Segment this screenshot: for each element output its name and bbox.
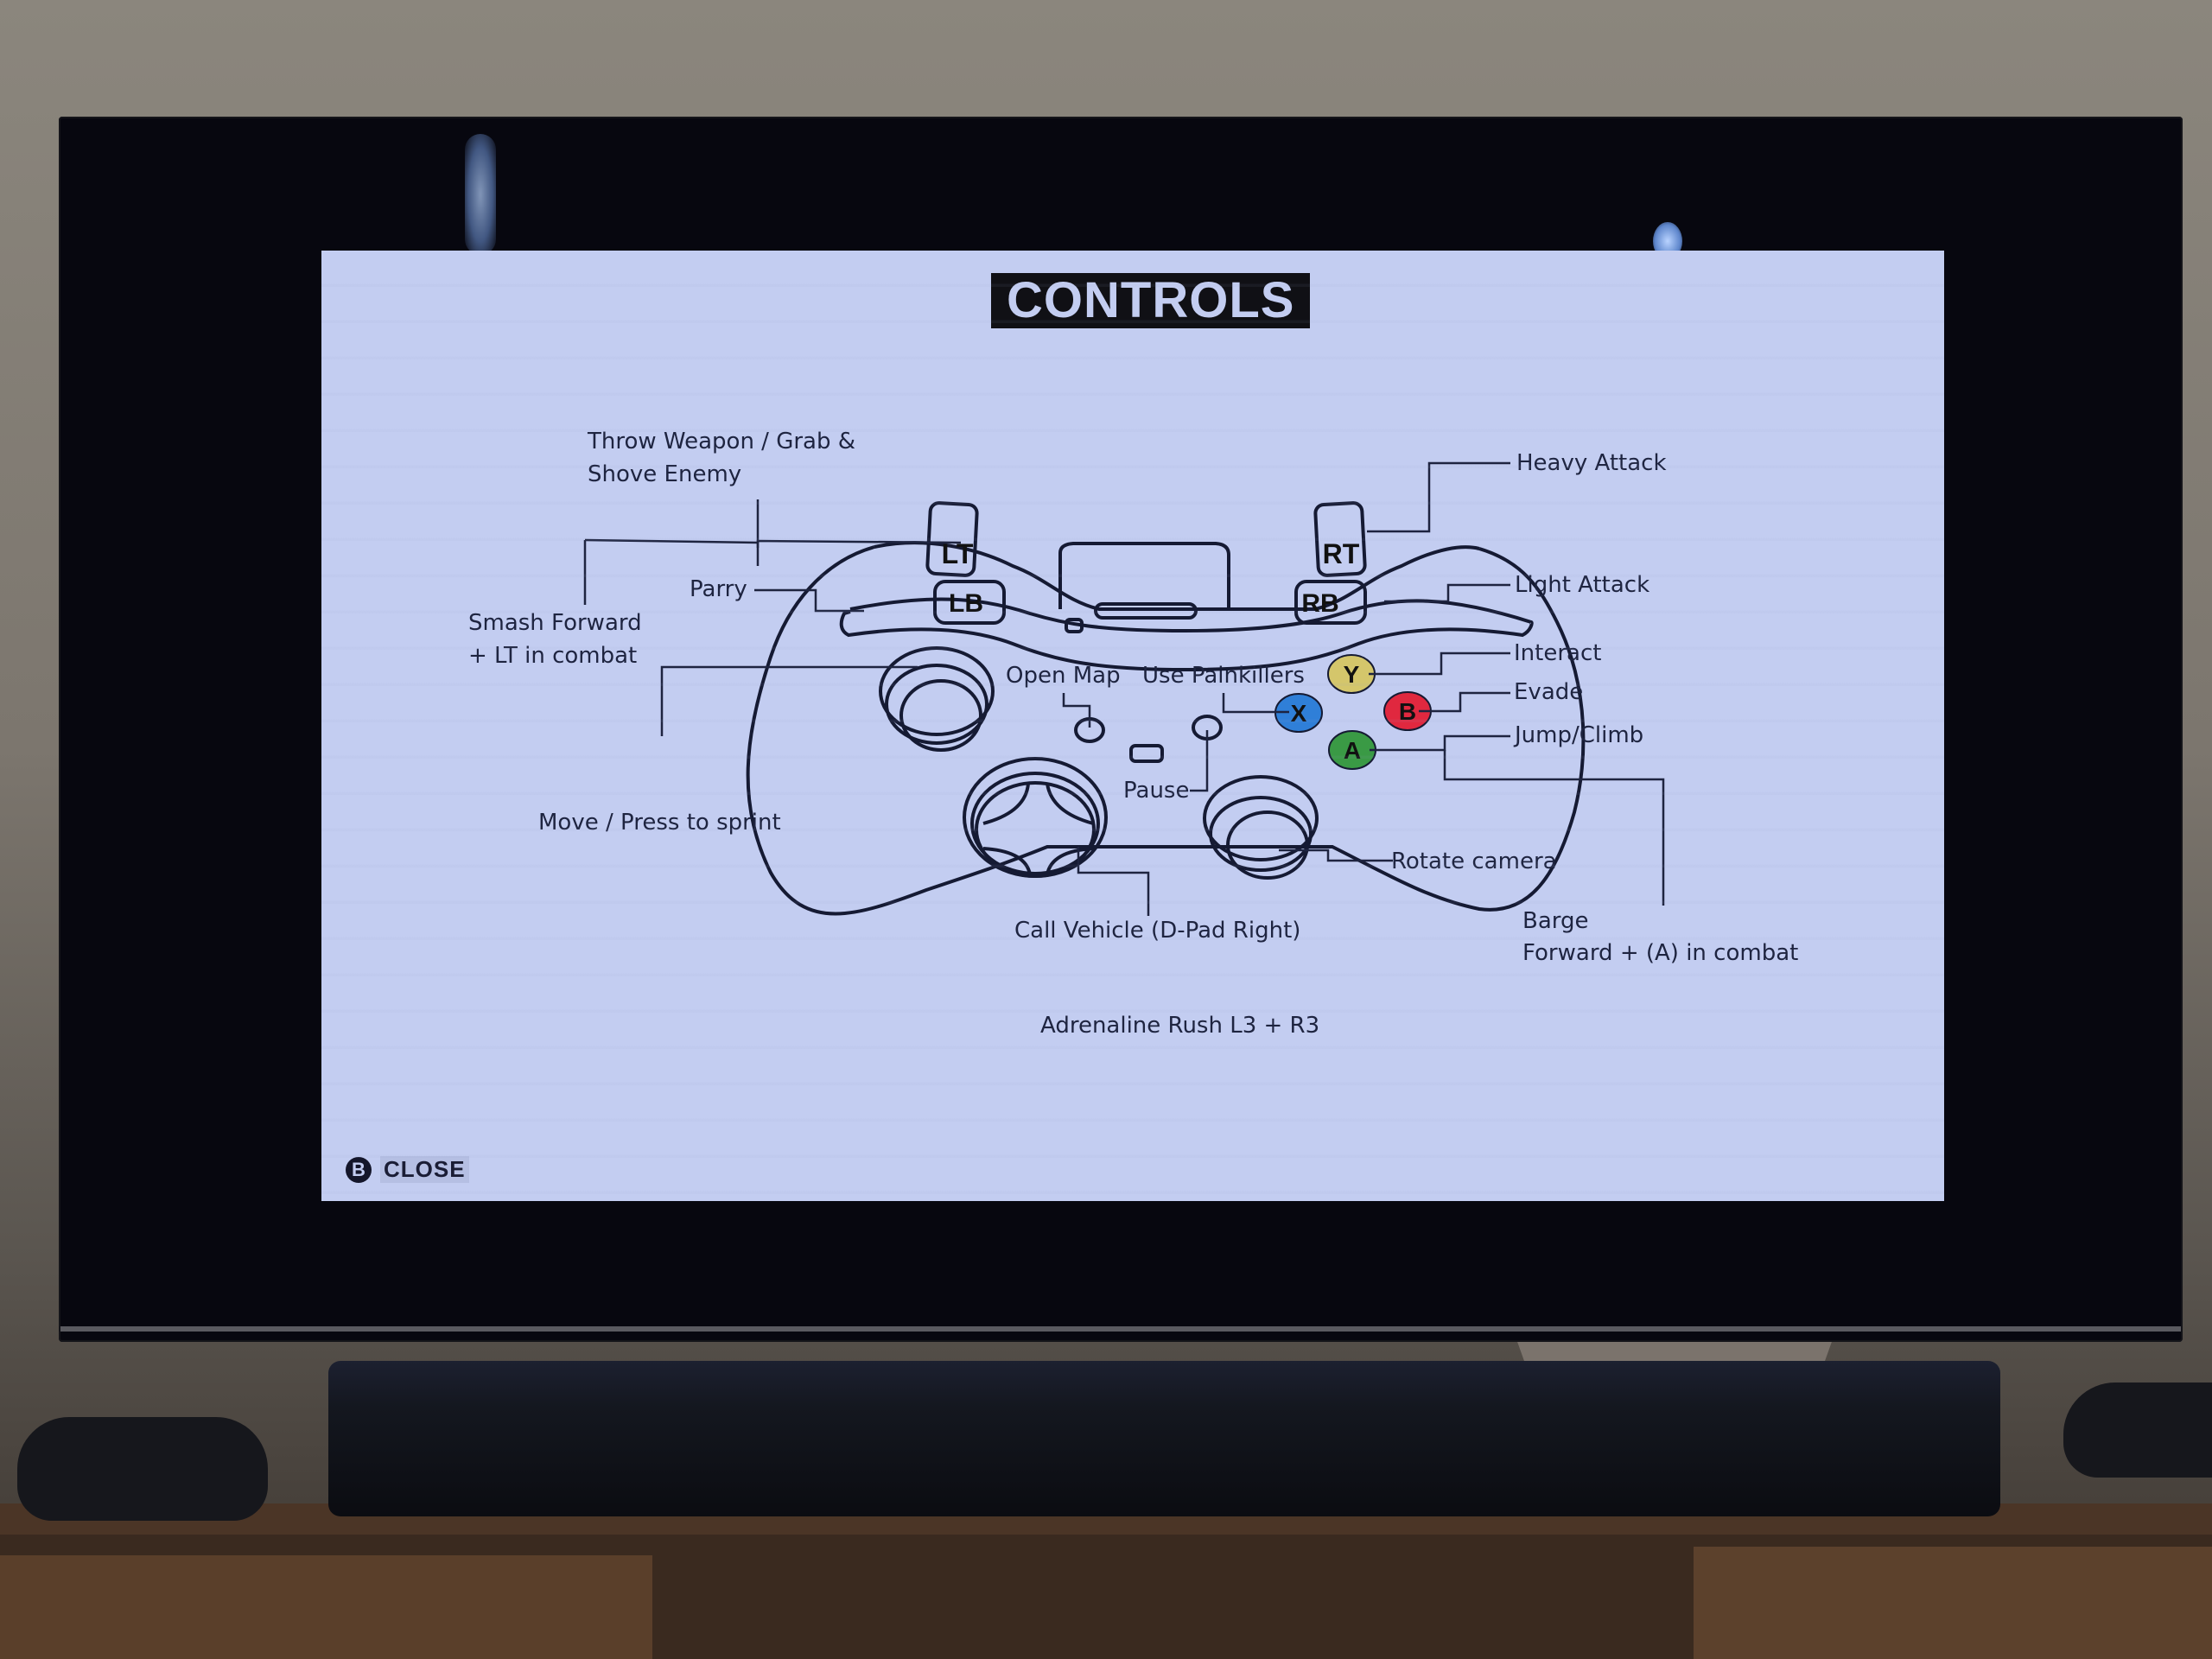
- wire-move: [660, 665, 918, 736]
- face-button-y-label: Y: [1344, 661, 1360, 688]
- face-button-x-label: X: [1291, 700, 1307, 727]
- label-barge-detail: Forward + (A) in combat: [1522, 940, 1799, 966]
- bumper-lb-label: LB: [949, 589, 983, 618]
- cabinet-drawer-left: [0, 1555, 652, 1659]
- label-throw-weapon: Throw Weapon / Grab & Shove Enemy: [588, 429, 856, 487]
- face-button-y: Y: [1327, 654, 1376, 694]
- face-button-b-label: B: [1399, 698, 1416, 725]
- close-button[interactable]: B CLOSE: [346, 1156, 469, 1183]
- label-adrenaline-rush: Adrenaline Rush L3 + R3: [1040, 1013, 1320, 1039]
- gamepad-right: [2063, 1382, 2212, 1478]
- controls-screen: CONTROLS: [321, 251, 1944, 1201]
- label-jump-climb: Jump/Climb: [1515, 722, 1644, 748]
- label-smash: Smash Forward + LT in combat: [468, 610, 642, 669]
- window-reflection: [465, 134, 496, 255]
- label-interact: Interact: [1514, 640, 1602, 666]
- wire-heavy: [1367, 461, 1510, 533]
- wire-smash-h: [584, 538, 759, 544]
- label-use-painkillers: Use Painkillers: [1142, 663, 1305, 689]
- label-pause: Pause: [1123, 778, 1190, 804]
- label-call-vehicle: Call Vehicle (D-Pad Right): [1014, 918, 1301, 944]
- close-label: CLOSE: [380, 1156, 469, 1183]
- label-rotate-camera: Rotate camera: [1391, 849, 1557, 874]
- face-button-x: X: [1274, 693, 1323, 733]
- controller-outline: [746, 501, 1586, 916]
- wire-pause: [1190, 730, 1209, 792]
- label-barge-title: Barge: [1522, 908, 1589, 934]
- bumper-rb-label: RB: [1301, 589, 1338, 618]
- wire-jump: [1370, 734, 1510, 752]
- label-heavy-attack: Heavy Attack: [1516, 450, 1667, 476]
- wire-interact: [1369, 652, 1510, 676]
- cabinet-drawer-right: [1694, 1547, 2212, 1659]
- label-evade: Evade: [1514, 679, 1584, 705]
- tv-bottom-edge: [60, 1326, 2181, 1332]
- controller-diagram: Y X B A LT RT LB RB: [583, 461, 1665, 916]
- wire-call-vehicle: [1077, 847, 1150, 916]
- wire-light: [1384, 583, 1510, 603]
- wire-barge: [1443, 750, 1665, 906]
- face-button-a-label: A: [1344, 737, 1361, 764]
- gamepad-left: [17, 1417, 268, 1521]
- label-light-attack: Light Attack: [1515, 572, 1650, 598]
- wire-parry: [754, 588, 864, 613]
- face-button-a: A: [1328, 730, 1376, 770]
- wire-painkillers: [1222, 693, 1289, 714]
- soundbar: [328, 1361, 2000, 1516]
- face-button-b: B: [1383, 691, 1432, 731]
- page-title: CONTROLS: [991, 273, 1311, 328]
- label-parry: Parry: [690, 576, 747, 602]
- label-move: Move / Press to sprint: [538, 810, 781, 836]
- wire-open-map: [1062, 693, 1091, 728]
- leader-lines: [583, 461, 1665, 916]
- trigger-rt-label: RT: [1323, 538, 1360, 569]
- wire-rotate: [1279, 849, 1393, 862]
- label-open-map: Open Map: [1006, 663, 1121, 689]
- wire-evade: [1419, 691, 1510, 713]
- b-button-icon: B: [346, 1156, 372, 1183]
